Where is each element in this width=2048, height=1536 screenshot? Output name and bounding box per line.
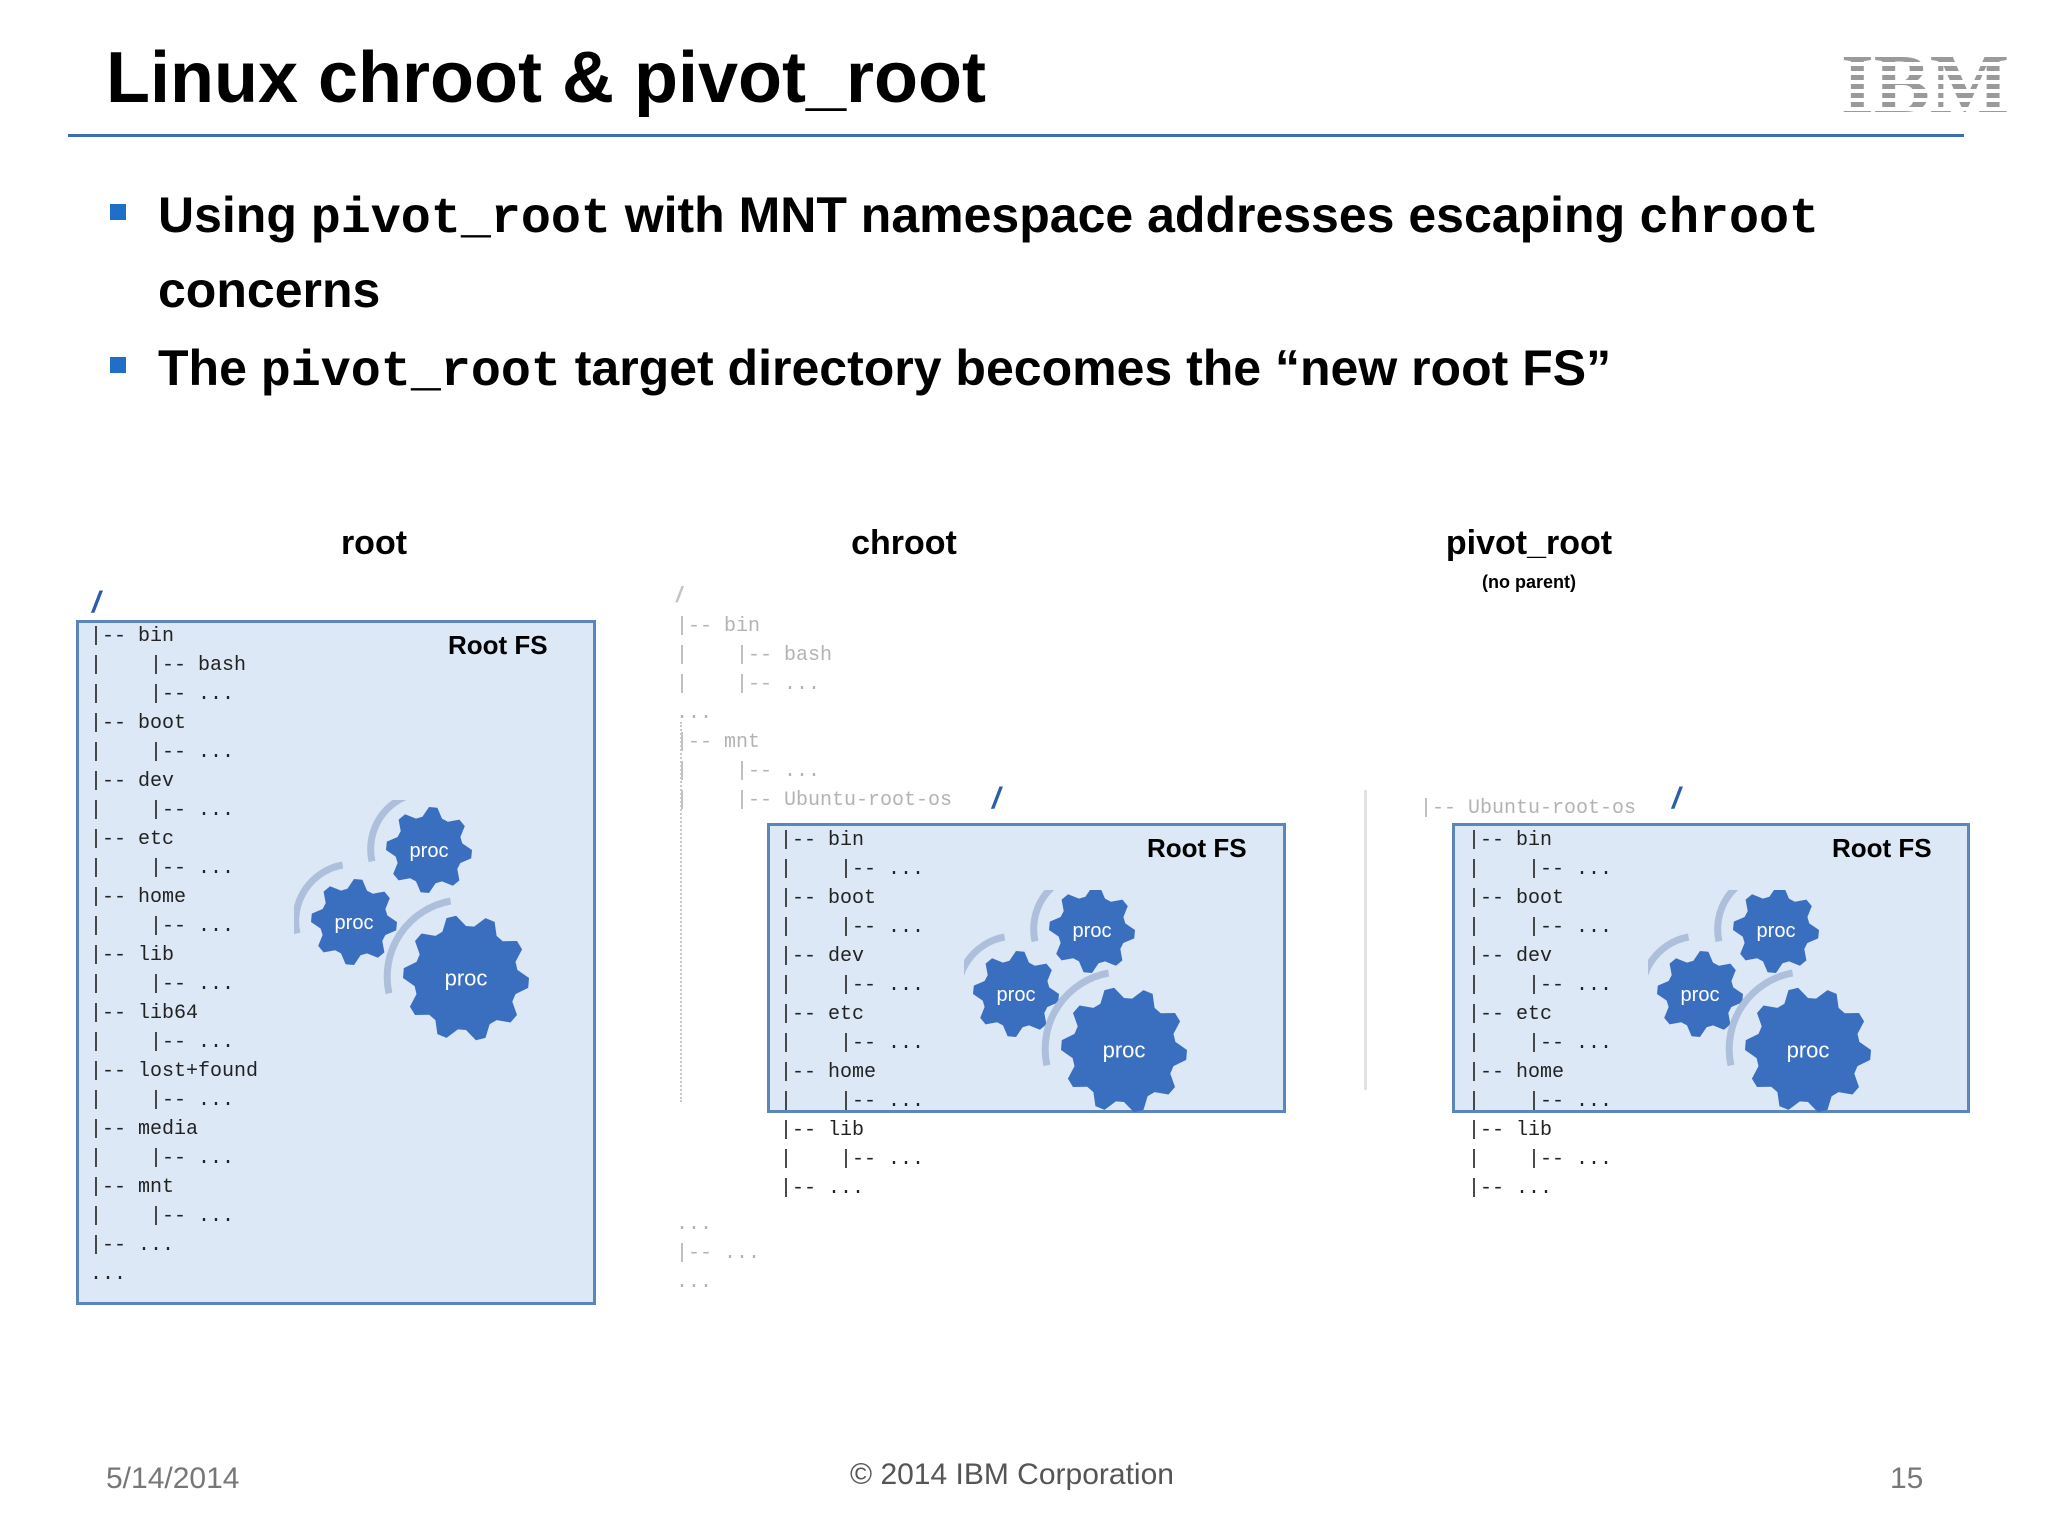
chroot-inner-slash: / bbox=[992, 782, 1001, 815]
chroot-outer-guide bbox=[680, 722, 684, 1102]
gear-label: proc bbox=[1681, 984, 1720, 1006]
gear-icon bbox=[973, 951, 1059, 1037]
gear-label: proc bbox=[1787, 1038, 1830, 1063]
bullet-marker bbox=[110, 204, 126, 220]
bullet-item: Using pivot_root with MNT namespace addr… bbox=[106, 180, 1946, 325]
rotation-arrow-icon bbox=[1041, 969, 1110, 1067]
rotation-arrow-icon bbox=[1725, 969, 1794, 1067]
pivot-fs-label: Root FS bbox=[1832, 833, 1932, 863]
title-underline bbox=[68, 134, 1964, 137]
bullet-marker bbox=[110, 357, 126, 373]
gear-icon bbox=[403, 915, 529, 1041]
proc-gears-icon: proc proc proc bbox=[1648, 890, 1871, 1113]
chroot-fs-label: Root FS bbox=[1147, 833, 1247, 863]
gear-label: proc bbox=[445, 966, 488, 991]
proc-gears-icon: proc proc proc bbox=[964, 890, 1187, 1113]
chroot-outer-slash: / bbox=[676, 582, 683, 607]
root-slash: / bbox=[92, 586, 101, 619]
rotation-arrow-icon bbox=[383, 897, 452, 995]
rotation-arrow-icon bbox=[1714, 890, 1739, 943]
footer-page-number: 15 bbox=[1890, 1462, 1924, 1495]
chroot-outer-tail: ... |-- ... ... bbox=[676, 1213, 761, 1294]
footer-copyright: © 2014 IBM Corporation bbox=[850, 1458, 1174, 1491]
gear-label: proc bbox=[335, 912, 374, 934]
gear-label: proc bbox=[1103, 1038, 1146, 1063]
gear-label: proc bbox=[997, 984, 1036, 1006]
footer-date: 5/14/2014 bbox=[106, 1462, 240, 1495]
gear-label: proc bbox=[1073, 920, 1112, 942]
gear-icon bbox=[1657, 951, 1743, 1037]
bullet-item: The pivot_root target directory becomes … bbox=[106, 333, 1946, 408]
pivot-outer-guide bbox=[1364, 790, 1369, 1090]
column-subheading-pivot-root: (no parent) bbox=[1482, 572, 1576, 592]
gear-icon bbox=[386, 807, 472, 893]
gear-label: proc bbox=[410, 840, 449, 862]
gear-icon bbox=[1049, 890, 1135, 973]
ibm-logo-icon: IBM bbox=[1841, 48, 2009, 120]
proc-gears-icon: proc proc proc bbox=[294, 800, 529, 1041]
rotation-arrow-icon bbox=[1648, 933, 1690, 976]
chroot-directory-tree: |-- bin | |-- ... |-- boot | |-- ... |--… bbox=[780, 829, 925, 1200]
pivot-directory-tree: |-- bin | |-- ... |-- boot | |-- ... |--… bbox=[1468, 829, 1613, 1200]
slide-title: Linux chroot & pivot_root bbox=[106, 38, 986, 118]
gear-icon bbox=[1733, 890, 1819, 973]
root-directory-tree: |-- bin | |-- bash | |-- ... |-- boot | … bbox=[90, 625, 259, 1286]
gear-icon bbox=[1745, 987, 1871, 1113]
gear-icon bbox=[1061, 987, 1187, 1113]
pivot-inner-slash: / bbox=[1672, 782, 1681, 815]
ibm-logo-text: IBM bbox=[1841, 48, 2009, 120]
gear-label: proc bbox=[1757, 920, 1796, 942]
column-heading-chroot: chroot bbox=[851, 524, 957, 562]
bullet-list: Using pivot_root with MNT namespace addr… bbox=[106, 180, 1946, 416]
rotation-arrow-icon bbox=[964, 933, 1006, 976]
gear-icon bbox=[311, 879, 397, 965]
rotation-arrow-icon bbox=[1030, 890, 1055, 943]
column-heading-pivot-root: pivot_root bbox=[1445, 524, 1613, 562]
filesystem-diagram: root / Root FS |-- bin | |-- bash | |-- … bbox=[64, 490, 1984, 1360]
chroot-outer-tree: |-- bin | |-- bash | |-- ... ... |-- mnt… bbox=[676, 615, 953, 812]
rotation-arrow-icon bbox=[294, 861, 344, 935]
pivot-outer-line: |-- Ubuntu-root-os bbox=[1420, 797, 1637, 820]
root-fs-label: Root FS bbox=[448, 630, 548, 660]
rotation-arrow-icon bbox=[367, 800, 407, 863]
column-heading-root: root bbox=[340, 524, 408, 562]
